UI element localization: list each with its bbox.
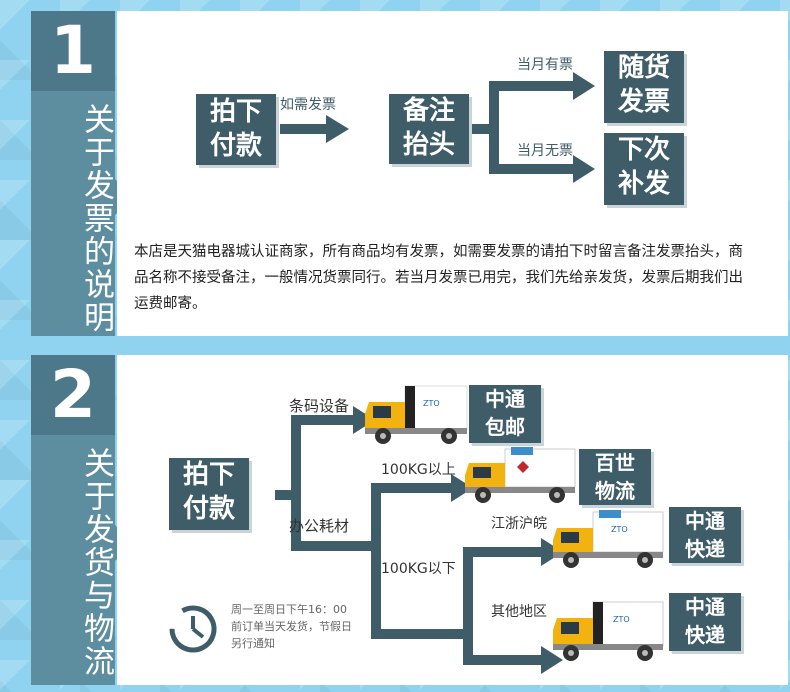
pay-box: 拍下 付款	[169, 458, 249, 530]
shipping-content: 拍下 付款 条码设备 办公耗材 100KG以上 100KG以下 江浙沪皖 其他地…	[117, 355, 788, 685]
invoice-with-goods-box: 随货 发票	[604, 51, 684, 123]
shipping-section-sidebar: 2 关于发货与物流	[31, 355, 115, 685]
section-number: 2	[31, 355, 115, 435]
zto-truck-icon: ZTO	[553, 510, 665, 574]
zto-express-box: 中通 快递	[669, 593, 741, 651]
invoice-description: 本店是天猫电器城认证商家，所有商品均有发票，如需要发票的请拍下时留言备注发票抬头…	[134, 244, 743, 312]
truck-icon	[465, 447, 576, 503]
zto-truck-icon: ZTO	[553, 598, 665, 668]
shipping-time-note: 周一至周日下午16：00 前订单当天发货，节假日 另行通知	[231, 603, 352, 650]
invoice-unavailable-label: 当月无票	[517, 143, 573, 159]
svg-text:ZTO: ZTO	[613, 615, 630, 624]
svg-text:ZTO: ZTO	[423, 399, 440, 408]
zto-express-box: 中通 快递	[669, 507, 741, 563]
best-logistics-box: 百世 物流	[579, 449, 651, 505]
barcode-device-label: 条码设备	[289, 397, 350, 415]
shipping-flow-arrows	[275, 406, 563, 674]
section-number: 1	[31, 11, 115, 91]
jiangzhe-region-label: 江浙沪皖	[491, 516, 547, 532]
shipping-section: 2 关于发货与物流 拍下 付款 条码设备 办公耗材 1	[31, 355, 788, 685]
invoice-flow-arrows	[280, 72, 595, 183]
need-invoice-label: 如需发票	[280, 97, 336, 113]
invoice-content: 拍下 付款 如需发票 备注 抬头 当月有票 当月无票 随货 发票 下次 补发 本…	[117, 11, 788, 336]
invoice-available-label: 当月有票	[517, 57, 573, 73]
svg-text:ZTO: ZTO	[611, 525, 628, 534]
section-title: 关于发货与物流	[78, 447, 114, 678]
section-title: 关于发票的说明	[78, 103, 114, 334]
zto-truck-icon: ZTO	[365, 380, 470, 452]
office-supplies-label: 办公耗材	[289, 517, 350, 535]
clock-icon	[169, 605, 217, 653]
invoice-section-sidebar: 1 关于发票的说明	[31, 11, 115, 336]
over-100kg-label: 100KG以上	[381, 462, 456, 478]
pay-box: 拍下 付款	[196, 94, 276, 165]
truck-icon: ZTO	[365, 385, 468, 444]
zto-free-shipping-box: 中通 包邮	[469, 385, 541, 443]
invoice-section: 1 关于发票的说明 拍下 付款 如需发票 备注 抬头 当月有票 当月无票 随货 …	[31, 11, 788, 336]
best-truck-icon	[465, 447, 577, 511]
truck-icon: ZTO	[553, 510, 664, 568]
truck-icon: ZTO	[553, 601, 664, 661]
under-100kg-label: 100KG以下	[381, 561, 456, 577]
other-region-label: 其他地区	[491, 604, 547, 620]
remark-title-box: 备注 抬头	[389, 94, 469, 164]
invoice-later-box: 下次 补发	[604, 133, 684, 205]
